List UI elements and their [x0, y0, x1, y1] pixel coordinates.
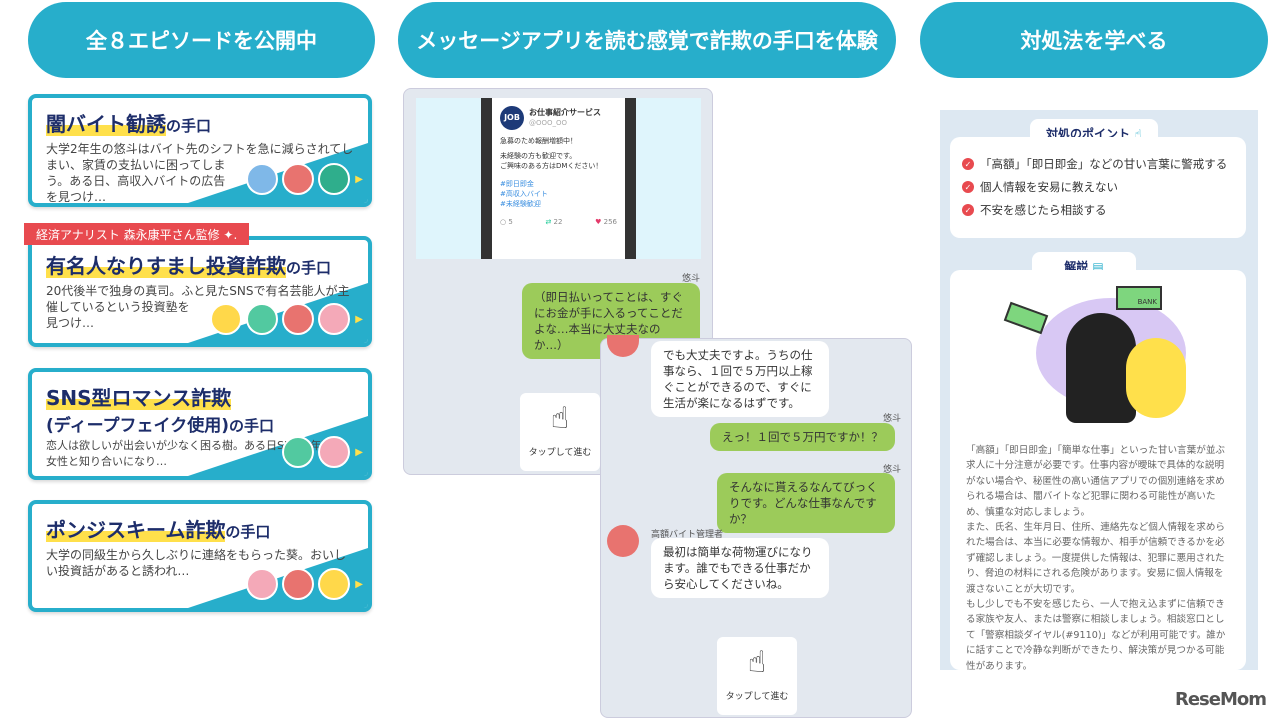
hashtag: #未経験歓迎 [500, 200, 541, 208]
episode-card[interactable]: SNS型ロマンス詐欺(ディープフェイク使用)の手口 恋人は欲しいが出会いが少なく… [28, 368, 372, 480]
avatar [607, 335, 639, 357]
tap-to-continue-button[interactable]: ☝タップして進む [717, 637, 797, 715]
tap-to-continue-button[interactable]: ☝タップして進む [520, 393, 600, 471]
tap-hand-icon: ☝ [747, 645, 767, 680]
resemom-logo: ReseMom [1174, 689, 1267, 710]
message-bubble: 最初は簡単な荷物運びになります。誰でもできる仕事だから安心してくださいね。 [651, 538, 829, 598]
message-bubble: えっ！１回で５万円ですか！？ [710, 423, 895, 451]
character-avatar [210, 303, 242, 335]
tweet-line: 未経験の方も歓迎です。 [500, 152, 577, 160]
character-avatar [282, 163, 314, 195]
character-avatar [282, 303, 314, 335]
fraud-illustration: BANK [966, 278, 1230, 443]
episode-description: 大学の同級生から久しぶりに連絡をもらった葵。おいしい投資話があると誘われ… [46, 548, 347, 578]
header-episodes: 全８エピソードを公開中 [28, 2, 375, 78]
bank-card: BANK [1116, 286, 1162, 310]
point-item: ✓個人情報を安易に教えない [962, 179, 1234, 195]
episode-description-wrap: 大学2年生の悠斗はバイト先のシフトを急に減らされてしまい、家賃の支払いに困ってし… [46, 141, 354, 204]
episode-title: 有名人なりすまし投資詐欺の手口 [46, 254, 332, 278]
tweet-handle: @OOO_OO [529, 119, 568, 127]
header-countermeasures: 対処法を学べる [920, 2, 1268, 78]
play-arrow-icon: ▶ [355, 447, 363, 458]
sender-name: 悠斗 [882, 414, 901, 424]
explanation-text: 「高額」「即日即金」「簡単な仕事」といった甘い言葉が並ぶ求人に十分注意が必要です… [966, 445, 1226, 672]
episode-description: 20代後半で独身の真司。ふと見たSNSで有名芸能人が主催しているという投資塾を見… [46, 284, 350, 330]
check-icon: ✓ [962, 181, 974, 193]
point-item: ✓「高額」「即日即金」などの甘い言葉に警戒する [962, 156, 1234, 172]
header-chat: メッセージアプリを読む感覚で詐欺の手口を体験 [398, 2, 896, 78]
tweet-image: JOB お仕事紹介サービス @OOO_OO 急募のため報酬増額中！ 未経験の方も歓… [416, 98, 701, 259]
retweet-count: ⇄ 22 [545, 218, 563, 226]
document-icon: ▤ [1092, 260, 1104, 274]
explain-box: BANK 「高額」「即日即金」「簡単な仕事」といった甘い言葉が並ぶ求人に十分注意… [950, 270, 1246, 672]
tweet-line: 急募のため報酬増額中！ [500, 137, 577, 145]
character-avatar [282, 436, 314, 468]
points-box: ✓「高額」「即日即金」などの甘い言葉に警戒する ✓個人情報を安易に教えない ✓不… [950, 137, 1246, 238]
character-avatar [246, 568, 278, 600]
like-count: ♥ 256 [595, 218, 617, 226]
episode-title: 闇バイト勧誘の手口 [46, 112, 212, 136]
tap-hand-icon: ☝ [550, 401, 570, 436]
supervisor-badge: 経済アナリスト 森永康平さん監修 ✦. [24, 223, 250, 245]
episode-card[interactable]: 有名人なりすまし投資詐欺の手口 20代後半で独身の真司。ふと見たSNSで有名芸能… [28, 236, 372, 347]
character-avatar [318, 303, 350, 335]
character-avatar [282, 568, 314, 600]
episode-description-wrap: 大学の同級生から久しぶりに連絡をもらった葵。おいしい投資話があると誘われ… [46, 547, 354, 579]
episode-card[interactable]: ポンジスキーム詐欺の手口 大学の同級生から久しぶりに連絡をもらった葵。おいしい投… [28, 500, 372, 612]
episode-description-wrap: 恋人は欲しいが出会いが少なく困る樹。ある日SNSで年下の女性と知り合いになり… [46, 438, 354, 470]
pointing-hand-icon: ☝ [1134, 127, 1142, 141]
play-arrow-icon: ▶ [355, 579, 363, 590]
play-arrow-icon: ▶ [355, 314, 363, 325]
character-avatar [246, 163, 278, 195]
episode-title: ポンジスキーム詐欺の手口 [46, 518, 271, 542]
tweet-line: ご興味のある方はDMください！ [500, 162, 603, 170]
hashtag: #高収入バイト [500, 190, 548, 198]
play-arrow-icon: ▶ [355, 174, 363, 185]
point-item: ✓不安を感じたら相談する [962, 202, 1234, 218]
character-avatar [318, 568, 350, 600]
hashtag: #即日即金 [500, 180, 534, 188]
message-bubble: そんなに貰えるなんてびっくりです。どんな仕事なんですか？ [717, 473, 895, 533]
episode-description: 大学2年生の悠斗はバイト先のシフトを急に減らされてしまい、家賃の支払いに困ってし… [46, 142, 354, 204]
episode-title: SNS型ロマンス詐欺(ディープフェイク使用)の手口 [46, 386, 275, 436]
sender-name: 悠斗 [681, 274, 700, 284]
character-avatar [318, 436, 350, 468]
episode-description-wrap: 20代後半で独身の真司。ふと見たSNSで有名芸能人が主催しているという投資塾を見… [46, 283, 354, 331]
check-icon: ✓ [962, 204, 974, 216]
sender-name: 悠斗 [882, 465, 901, 475]
tweet-name: お仕事紹介サービス [529, 108, 601, 117]
reply-count: ○ 5 [500, 218, 513, 226]
episode-description: 恋人は欲しいが出会いが少なく困る樹。ある日SNSで年下の女性と知り合いになり… [46, 439, 344, 468]
avatar [607, 525, 639, 557]
character-avatar [246, 303, 278, 335]
check-icon: ✓ [962, 158, 974, 170]
sender-name: 高額バイト管理者 [651, 530, 724, 540]
job-logo: JOB [500, 106, 524, 130]
character-avatar [318, 163, 350, 195]
episode-card[interactable]: 闇バイト勧誘の手口 大学2年生の悠斗はバイト先のシフトを急に減らされてしまい、家… [28, 94, 372, 207]
message-bubble: でも大丈夫ですよ。うちの仕事なら、１回で５万円以上稼ぐことができるので、すぐに生… [651, 341, 829, 417]
chat-panel-2: でも大丈夫ですよ。うちの仕事なら、１回で５万円以上稼ぐことができるので、すぐに生… [600, 335, 912, 718]
